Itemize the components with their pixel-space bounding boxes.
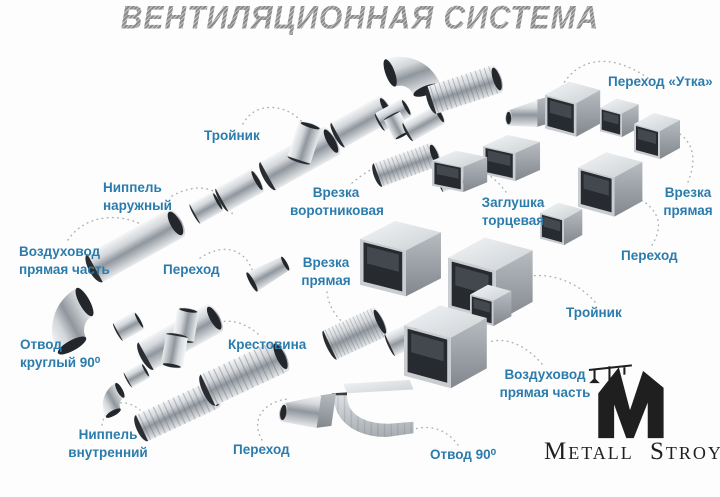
label-zaglushka-tortsevaya: Заглушка торцевая bbox=[481, 195, 545, 228]
small-box-duct-graphic bbox=[600, 98, 639, 138]
label-otvod-90: Отвод 90⁰ bbox=[430, 447, 497, 462]
spiral-duct-bottom2-graphic bbox=[319, 305, 391, 362]
logo-word-metall: Metall bbox=[544, 438, 634, 465]
nipple-graphic bbox=[111, 310, 146, 342]
label-nippel-naruzhny: Ниппель наружный bbox=[103, 180, 172, 213]
big-duct-mid-graphic bbox=[360, 220, 441, 297]
end-cap-duct-graphic bbox=[432, 150, 488, 193]
duck-transition-graphic bbox=[505, 96, 550, 127]
label-vrezka-pryamaya-mid: Врезка прямая bbox=[301, 255, 351, 288]
square-duct-graphic bbox=[545, 81, 601, 137]
label-otvod-krugly-90: Отвод круглый 90⁰ bbox=[20, 337, 101, 370]
reducer-left-graphic bbox=[244, 253, 293, 293]
label-vozdukhovod-right: Воздуховод прямая часть bbox=[499, 367, 591, 400]
label-vrezka-vorotnikovaya: Врезка воротниковая bbox=[290, 185, 384, 218]
logo-wordmark: Metall Stroy bbox=[540, 438, 720, 466]
rect-duct-parts bbox=[277, 81, 680, 437]
transition-right-graphic bbox=[578, 152, 643, 217]
label-krestovina: Крестовина bbox=[228, 337, 307, 352]
logo-m-crane-icon bbox=[588, 364, 664, 439]
logo-word-stroy: Stroy bbox=[650, 438, 720, 465]
transition-bottom-graphic bbox=[277, 385, 336, 431]
elbow-small-graphic bbox=[93, 381, 132, 420]
label-troynik-right: Тройник bbox=[566, 305, 622, 320]
spiral-duct-mid-graphic bbox=[369, 141, 443, 189]
vrezka-right-graphic bbox=[634, 113, 680, 159]
label-perekhod-left: Переход bbox=[163, 262, 220, 277]
label-perekhod-utka: Переход «Утка» bbox=[608, 74, 713, 89]
metall-stroy-logo: Metall Stroy bbox=[540, 356, 720, 476]
label-vrezka-pryamaya-right: Врезка прямая bbox=[663, 185, 713, 218]
rect-bend-90-graphic bbox=[331, 380, 414, 437]
label-perekhod-right: Переход bbox=[621, 248, 678, 263]
label-perekhod-bottom: Переход bbox=[233, 442, 290, 457]
label-nippel-vnutrenny: Ниппель внутренний bbox=[68, 427, 148, 460]
label-vozdukhovod-left: Воздуховод прямая часть bbox=[19, 244, 110, 277]
flat-duct-graphic bbox=[483, 135, 541, 181]
label-troynik-top: Тройник bbox=[204, 128, 260, 143]
straight-box-duct-graphic bbox=[404, 305, 487, 389]
spiral-duct-top-graphic bbox=[423, 63, 506, 116]
